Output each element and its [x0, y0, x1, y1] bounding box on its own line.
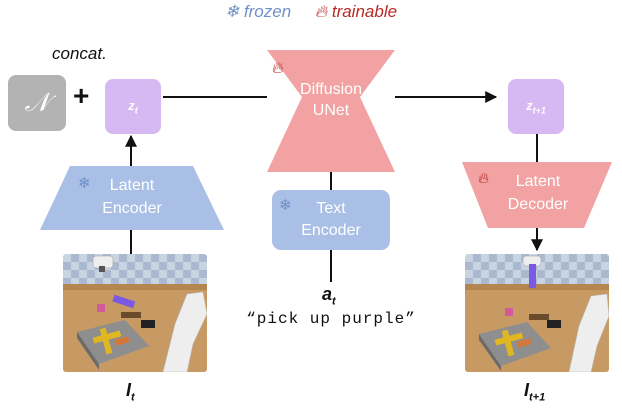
noise-symbol: 𝒩: [24, 87, 50, 118]
text-encoder-snowflake-icon: ❄: [279, 197, 292, 214]
unet-flame-icon: 🔥︎: [272, 60, 284, 77]
unet-line2: UNet: [312, 102, 350, 119]
output-image-label: It+1: [524, 380, 546, 404]
text-encoder-box: Text Encoder ❄: [272, 190, 390, 250]
latent-encoder-line1: Latent: [109, 177, 155, 194]
text-encoder-line2: Encoder: [301, 222, 361, 239]
output-scene-image: [465, 254, 609, 372]
noise-box: 𝒩: [8, 75, 66, 131]
input-image-label: It: [126, 380, 135, 404]
latent-zt1-label: zt+1: [526, 97, 546, 116]
latent-zt1-box: zt+1: [508, 79, 564, 134]
latent-decoder-line1: Latent: [515, 173, 561, 190]
latent-encoder-snowflake-icon: ❄: [78, 175, 91, 192]
action-text: “pick up purple”: [246, 310, 416, 328]
legend-trainable-label: trainable: [331, 2, 398, 21]
latent-encoder-shape: [40, 166, 224, 230]
latent-decoder-flame-icon: 🔥︎: [478, 170, 490, 187]
latent-encoder-label: Latent Encoder: [62, 172, 202, 227]
latent-decoder-line2: Decoder: [507, 196, 569, 213]
latent-decoder-label: Latent Decoder: [468, 168, 608, 223]
latent-encoder-line2: Encoder: [102, 200, 162, 217]
unet-shape: [267, 50, 395, 172]
plus-symbol: +: [73, 80, 90, 111]
unet-label: Diffusion UNet: [267, 68, 395, 128]
latent-zt-label: zt: [128, 97, 138, 116]
flame-icon: 🔥︎: [314, 2, 328, 21]
legend-frozen-label: frozen: [243, 2, 292, 21]
concat-label: concat.: [52, 44, 107, 63]
unet-line1: Diffusion: [300, 81, 362, 98]
action-label: at: [322, 284, 336, 308]
text-encoder-line1: Text: [316, 200, 346, 217]
legend: ❄ frozen 🔥︎ trainable: [0, 2, 622, 22]
input-scene-image: [63, 254, 207, 372]
latent-decoder-shape: [462, 162, 612, 228]
latent-zt-box: zt: [105, 79, 161, 134]
snowflake-icon: ❄: [224, 2, 240, 21]
